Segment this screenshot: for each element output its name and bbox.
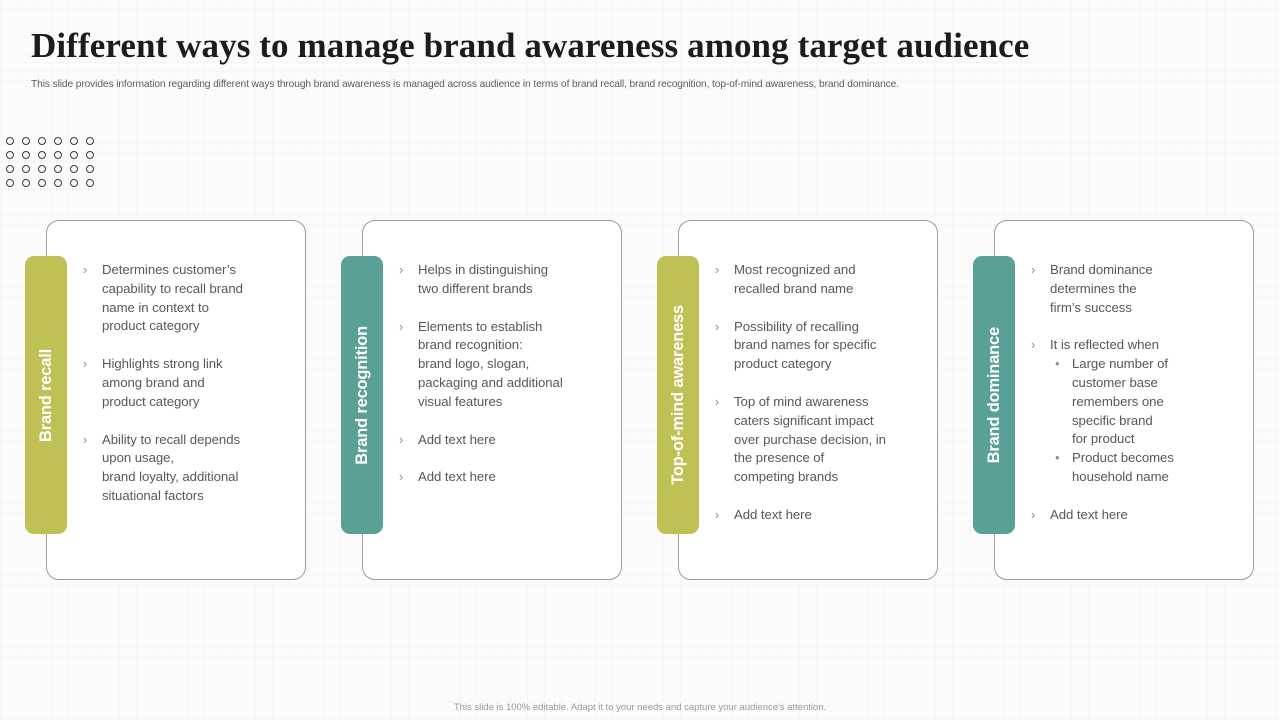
chevron-right-icon: ›	[715, 263, 720, 277]
sub-bullet-item: • Product becomes household name	[1050, 449, 1243, 487]
dot-grid-decoration	[6, 137, 102, 193]
chevron-right-icon: ›	[83, 357, 88, 372]
sub-bullet-item: • Large number of customer base remembers…	[1050, 355, 1243, 449]
category-tab-label: Top-of-mind awareness	[668, 305, 687, 485]
bullet-text: Most recognized and recalled brand name	[734, 262, 856, 296]
category-tab-label: Brand recall	[36, 348, 55, 442]
grid-dot-icon	[54, 165, 62, 173]
bullet-item: › Elements to establish brand recognition…	[396, 318, 611, 412]
chevron-right-icon: ›	[399, 432, 404, 447]
bullet-item: › Brand dominance determines the firm’s s…	[1028, 261, 1243, 317]
bullet-list-brand-recall: › Determines customer’s capability to rec…	[80, 261, 295, 506]
bullet-item: › Most recognized and recalled brand name	[712, 261, 927, 299]
category-tab-top-of-mind-awareness[interactable]: Top-of-mind awareness	[657, 256, 699, 534]
bullet-text: Determines customer’s capability to reca…	[102, 262, 243, 334]
grid-dot-icon	[70, 137, 78, 145]
sub-bullet-text: Large number of customer base remembers …	[1072, 356, 1169, 447]
bullet-text: Add text here	[734, 506, 812, 522]
category-tab-brand-recognition[interactable]: Brand recognition	[341, 256, 383, 534]
grid-dot-icon	[70, 165, 78, 173]
grid-dot-icon	[6, 179, 14, 187]
bullet-text: Add text here	[418, 431, 496, 447]
grid-dot-icon	[38, 137, 46, 145]
grid-dot-icon	[22, 165, 30, 173]
bullet-item: › Add text here	[1028, 506, 1243, 525]
chevron-right-icon: ›	[715, 394, 720, 409]
bullet-item: › Top of mind awareness caters significan…	[712, 393, 927, 487]
bullet-item: › Ability to recall depends upon usage, b…	[80, 431, 295, 506]
chevron-right-icon: ›	[1031, 507, 1036, 522]
category-tab-label: Brand dominance	[984, 326, 1003, 464]
grid-dot-icon	[6, 151, 14, 159]
footer-note: This slide is 100% editable. Adapt it to…	[453, 702, 827, 713]
grid-dot-icon	[70, 151, 78, 159]
bullet-text: Add text here	[418, 469, 496, 485]
page-subtitle: This slide provides information regardin…	[31, 79, 899, 90]
content-card-brand-recall	[46, 220, 306, 580]
grid-dot-icon	[86, 151, 94, 159]
page-title: Different ways to manage brand awareness…	[31, 26, 1030, 65]
chevron-right-icon: ›	[83, 432, 88, 447]
chevron-right-icon: ›	[715, 319, 720, 334]
sub-bullet-list: • Large number of customer base remembers…	[1050, 355, 1243, 487]
category-tab-brand-dominance[interactable]: Brand dominance	[973, 256, 1015, 534]
grid-dot-icon	[38, 151, 46, 159]
bullet-text: Elements to establish brand recognition:…	[418, 318, 563, 409]
chevron-right-icon: ›	[83, 263, 88, 277]
bullet-item: › Add text here	[712, 506, 927, 525]
grid-dot-icon	[6, 137, 14, 145]
grid-dot-icon	[38, 165, 46, 173]
category-tab-label: Brand recognition	[352, 325, 371, 465]
chevron-right-icon: ›	[399, 263, 404, 277]
bullet-dot-icon: •	[1055, 356, 1060, 372]
bullet-list-brand-dominance: › Brand dominance determines the firm’s s…	[1028, 261, 1243, 525]
bullet-text: Top of mind awareness caters significant…	[734, 393, 886, 485]
content-card-brand-recognition	[362, 220, 622, 580]
grid-dot-icon	[22, 151, 30, 159]
grid-dot-icon	[86, 179, 94, 187]
bullet-text: It is reflected when	[1050, 337, 1159, 353]
bullet-item: › Add text here	[396, 468, 611, 487]
grid-dot-icon	[54, 179, 62, 187]
bullet-text: Brand dominance determines the firm’s su…	[1050, 262, 1153, 315]
chevron-right-icon: ›	[1031, 263, 1036, 277]
chevron-right-icon: ›	[399, 470, 404, 485]
bullet-item: › Determines customer’s capability to rec…	[80, 261, 295, 336]
bullet-text: Add text here	[1050, 506, 1128, 522]
category-tab-brand-recall[interactable]: Brand recall	[25, 256, 67, 534]
bullet-item: › Possibility of recalling brand names fo…	[712, 318, 927, 374]
content-card-brand-dominance	[994, 220, 1254, 580]
bullet-item: › Helps in distinguishing two different b…	[396, 261, 611, 299]
bullet-text: Helps in distinguishing two different br…	[418, 262, 549, 296]
chevron-right-icon: ›	[399, 319, 404, 334]
grid-dot-icon	[38, 179, 46, 187]
chevron-right-icon: ›	[715, 507, 720, 522]
bullet-text: Ability to recall depends upon usage, br…	[102, 431, 241, 503]
grid-dot-icon	[54, 137, 62, 145]
bullet-list-brand-recognition: › Helps in distinguishing two different b…	[396, 261, 611, 487]
bullet-item: › Highlights strong link among brand and …	[80, 355, 295, 411]
grid-dot-icon	[86, 137, 94, 145]
grid-dot-icon	[70, 179, 78, 187]
grid-dot-icon	[22, 137, 30, 145]
bullet-list-top-of-mind-awareness: › Most recognized and recalled brand name…	[712, 261, 927, 525]
grid-dot-icon	[6, 165, 14, 173]
bullet-item: › Add text here	[396, 431, 611, 450]
bullet-item: › It is reflected when • Large number of cu…	[1028, 336, 1243, 486]
chevron-right-icon: ›	[1031, 338, 1036, 353]
bullet-text: Highlights strong link among brand and p…	[102, 356, 223, 409]
grid-dot-icon	[22, 179, 30, 187]
bullet-text: Possibility of recalling brand names for…	[734, 318, 877, 372]
content-card-top-of-mind-awareness	[678, 220, 938, 580]
sub-bullet-text: Product becomes household name	[1072, 450, 1174, 484]
grid-dot-icon	[54, 151, 62, 159]
grid-dot-icon	[86, 165, 94, 173]
bullet-dot-icon: •	[1055, 450, 1060, 466]
